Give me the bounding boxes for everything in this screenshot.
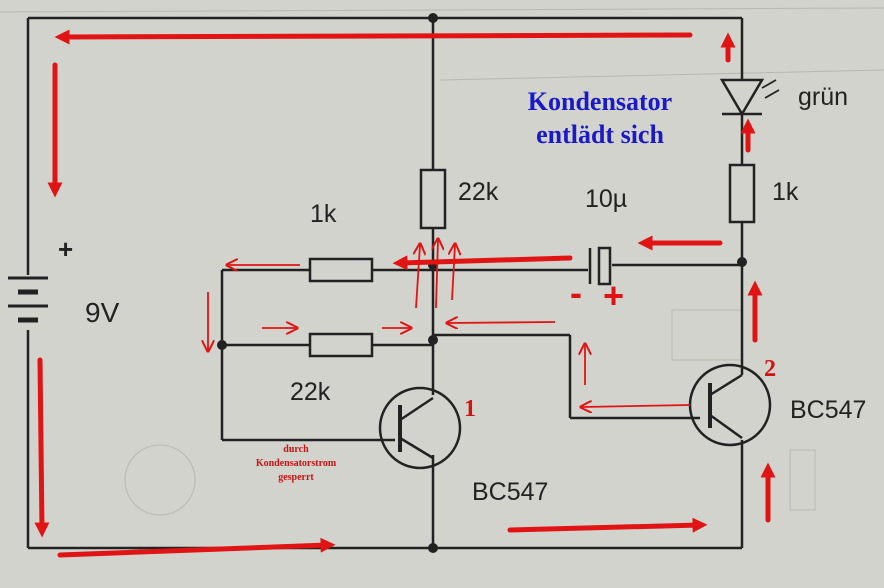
battery-plus: + bbox=[58, 234, 73, 264]
resistor-center-label: 22k bbox=[458, 178, 499, 206]
annotation-title-line1: Kondensator bbox=[528, 87, 672, 116]
transistor-2-symbol bbox=[688, 363, 772, 447]
blocked-note-line3: gesperrt bbox=[278, 472, 314, 483]
led-label: grün bbox=[798, 83, 848, 111]
capacitor-label: 10µ bbox=[585, 185, 627, 213]
transistor-2-number: 2 bbox=[764, 356, 776, 382]
resistor-1k-left bbox=[308, 257, 374, 283]
resistors bbox=[308, 163, 756, 358]
capacitor-plus: + bbox=[603, 275, 624, 316]
resistor-left-bottom-label: 22k bbox=[290, 378, 331, 406]
led-symbol bbox=[719, 78, 780, 117]
transistor-1-type: BC547 bbox=[472, 478, 548, 506]
battery-symbol bbox=[8, 276, 48, 323]
transistor-1-number: 1 bbox=[464, 396, 476, 422]
resistor-22k-left bbox=[308, 332, 374, 358]
capacitor-symbol bbox=[588, 246, 612, 286]
transistor-1-symbol bbox=[378, 386, 462, 470]
background-page bbox=[0, 7, 884, 516]
transistor-2-type: BC547 bbox=[790, 396, 866, 424]
current-arrows-thin bbox=[208, 240, 691, 407]
battery-label: 9V bbox=[85, 297, 120, 328]
resistor-1k-right bbox=[728, 163, 756, 224]
blocked-note-line1: durch bbox=[283, 444, 309, 455]
annotation-title-line2: entlädt sich bbox=[536, 120, 664, 149]
current-arrows-main bbox=[34, 29, 776, 558]
blocked-note-line2: Kondensatorstrom bbox=[256, 458, 337, 469]
junctions bbox=[217, 13, 747, 553]
capacitor-minus: - bbox=[570, 272, 582, 313]
resistor-right-label: 1k bbox=[772, 178, 799, 206]
resistor-22k-center bbox=[419, 168, 447, 230]
resistor-left-top-label: 1k bbox=[310, 200, 337, 228]
